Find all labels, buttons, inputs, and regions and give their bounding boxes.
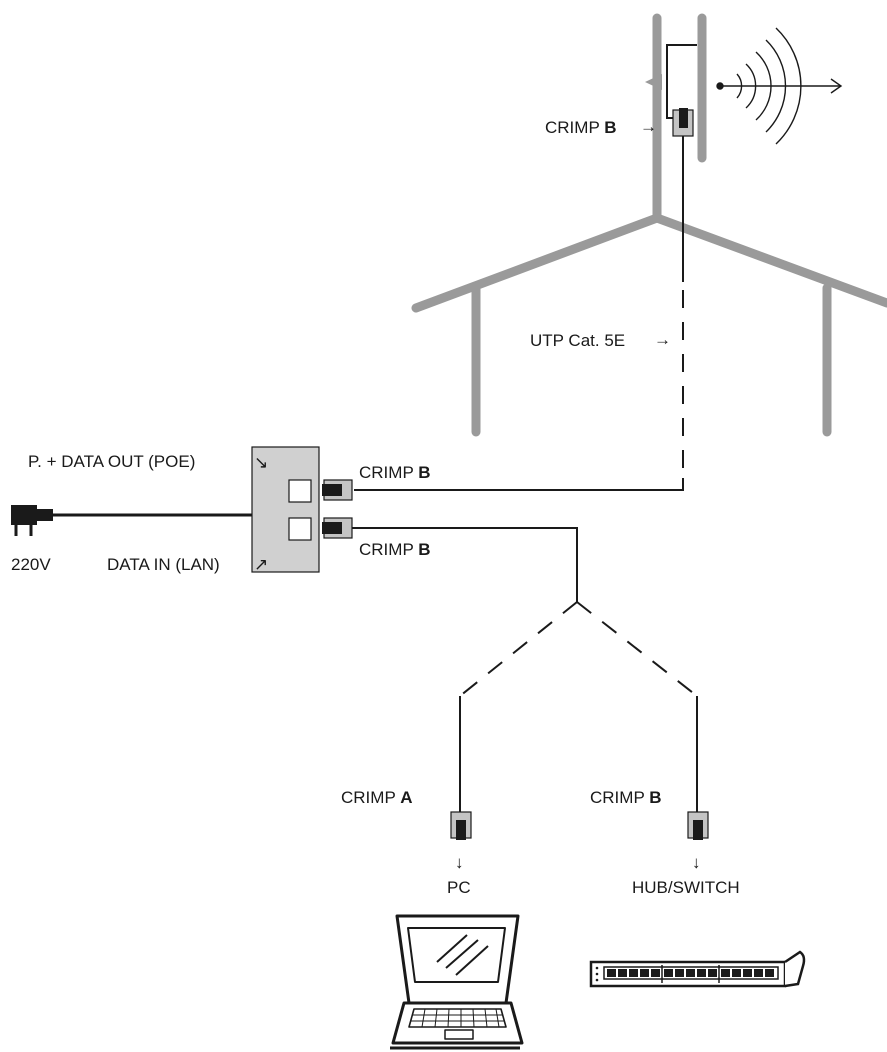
lan-in-connector bbox=[322, 517, 353, 539]
lan-input-label: DATA IN (LAN) bbox=[107, 555, 220, 574]
roof-left bbox=[411, 213, 662, 313]
in-crimp-type: B bbox=[418, 540, 430, 559]
antenna-crimp-type: B bbox=[604, 118, 616, 137]
injector-port-lan bbox=[288, 517, 312, 541]
pc-crimp-prefix: CRIMP bbox=[341, 788, 400, 807]
antenna-crimp-arrow: → bbox=[640, 117, 657, 136]
house-structure bbox=[411, 213, 887, 437]
pc-rj45-connector bbox=[450, 811, 472, 840]
switch-side-panel bbox=[784, 950, 806, 988]
lan-branch-pc-dashed bbox=[459, 601, 578, 697]
laptop-keyboard bbox=[408, 1008, 507, 1028]
injector-body bbox=[251, 446, 320, 573]
wave-arc-4 bbox=[765, 39, 787, 133]
laptop-touchpad bbox=[444, 1029, 474, 1040]
pc-label: PC bbox=[447, 878, 471, 897]
switch-crimp-prefix: CRIMP bbox=[590, 788, 649, 807]
poe-output-arrow: ↘ bbox=[254, 453, 268, 472]
radio-waves-icon bbox=[716, 27, 843, 145]
lan-input-arrow: ↗ bbox=[254, 555, 268, 574]
antenna-crimp-label: CRIMP B bbox=[545, 118, 616, 137]
pc-crimp-label: CRIMP A bbox=[341, 788, 412, 807]
poe-out-crimp-label: CRIMP B bbox=[359, 463, 430, 482]
poe-output-label: P. + DATA OUT (POE) bbox=[28, 452, 195, 471]
wave-arc-5 bbox=[775, 27, 802, 145]
out-crimp-type: B bbox=[418, 463, 430, 482]
switch-rj45-connector bbox=[687, 811, 709, 840]
pc-crimp-type: A bbox=[400, 788, 412, 807]
poe-out-connector bbox=[322, 479, 353, 501]
laptop-icon bbox=[390, 914, 524, 1050]
voltage-label: 220V bbox=[11, 555, 51, 574]
antenna-rj45-connector bbox=[672, 108, 694, 137]
wave-arc-1 bbox=[736, 73, 743, 99]
antenna-bracket bbox=[645, 74, 662, 90]
switch-label: HUB/SWITCH bbox=[632, 878, 740, 897]
lan-in-crimp-label: CRIMP B bbox=[359, 540, 430, 559]
in-crimp-prefix: CRIMP bbox=[359, 540, 418, 559]
switch-crimp-label: CRIMP B bbox=[590, 788, 661, 807]
laptop-lid bbox=[395, 914, 520, 1005]
switch-down-arrow: ↓ bbox=[692, 853, 701, 872]
out-crimp-prefix: CRIMP bbox=[359, 463, 418, 482]
antenna-feed-wire bbox=[666, 44, 697, 119]
wave-arc-3 bbox=[755, 51, 772, 121]
laptop-base bbox=[391, 1001, 524, 1045]
laptop-screen bbox=[407, 927, 506, 983]
antenna-crimp-prefix: CRIMP bbox=[545, 118, 604, 137]
poe-injector bbox=[251, 446, 320, 573]
utp-cable-label: UTP Cat. 5E bbox=[530, 331, 625, 350]
utp-cable-arrow: → bbox=[654, 330, 671, 349]
wave-arrowhead bbox=[830, 78, 843, 94]
power-plug-icon bbox=[11, 505, 53, 536]
pc-down-arrow: ↓ bbox=[455, 853, 464, 872]
switch-crimp-type: B bbox=[649, 788, 661, 807]
utp-cable-lower bbox=[354, 478, 684, 491]
roof-right bbox=[652, 213, 887, 308]
lan-cable bbox=[352, 527, 578, 602]
injector-port-poe bbox=[288, 479, 312, 503]
lan-branch-switch-dashed bbox=[576, 601, 698, 697]
switch-icon bbox=[589, 950, 806, 988]
wave-arc-2 bbox=[745, 63, 757, 109]
